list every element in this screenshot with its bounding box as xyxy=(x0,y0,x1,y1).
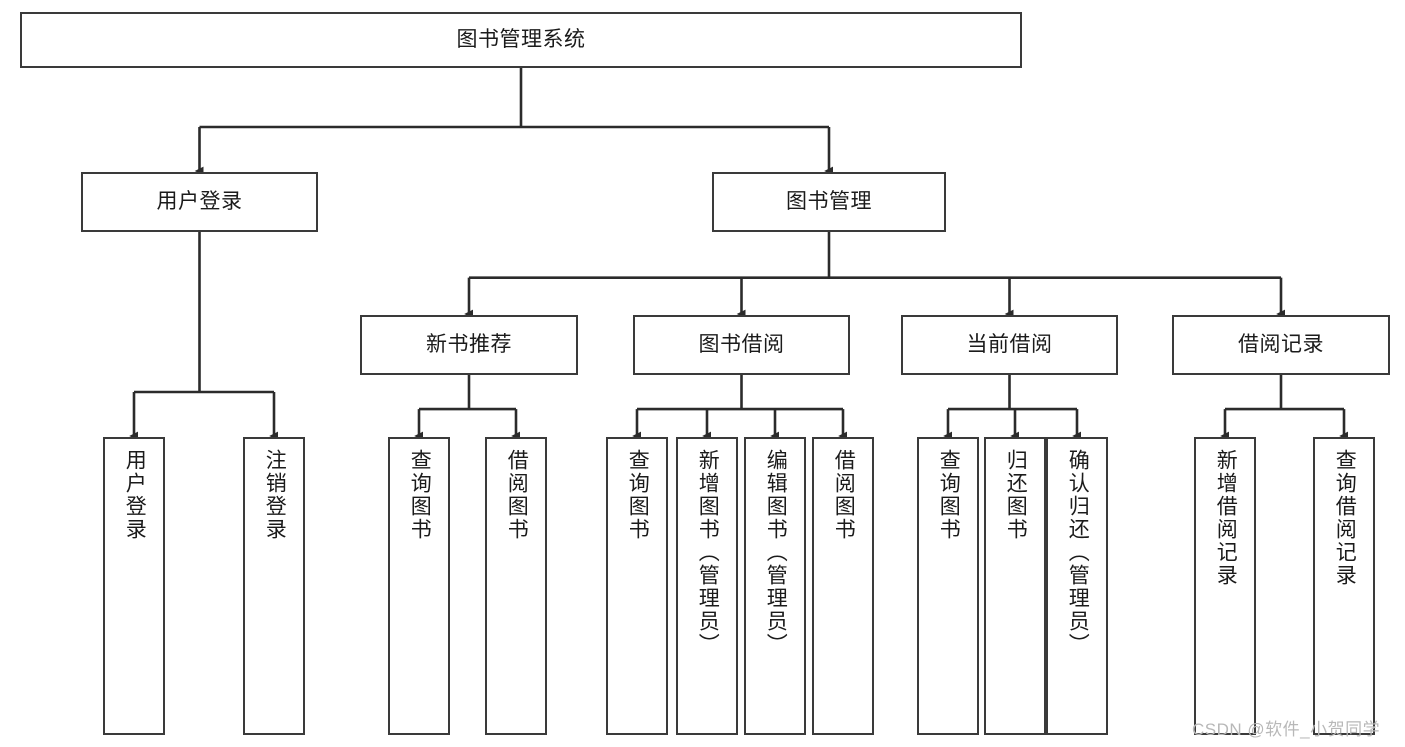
node-leaf-edit-book[interactable]: 编辑图书（管理员） xyxy=(744,437,806,735)
node-book-borrow[interactable]: 图书借阅 xyxy=(633,315,850,375)
node-user-login[interactable]: 用户登录 xyxy=(81,172,318,232)
node-leaf-borrow-book-b-label: 借阅图书 xyxy=(832,449,856,541)
node-leaf-query-book-b[interactable]: 查询图书 xyxy=(606,437,668,735)
node-user-login-label: 用户登录 xyxy=(156,189,243,213)
node-leaf-borrow-book-a-label: 借阅图书 xyxy=(505,449,529,541)
node-leaf-return-book-label: 归还图书 xyxy=(1004,449,1028,541)
node-leaf-borrow-book-a[interactable]: 借阅图书 xyxy=(485,437,547,735)
node-leaf-add-record[interactable]: 新增借阅记录 xyxy=(1194,437,1256,735)
node-borrow-record-label: 借阅记录 xyxy=(1238,332,1324,356)
node-leaf-add-book-label: 新增图书（管理员） xyxy=(696,449,720,656)
node-borrow-record[interactable]: 借阅记录 xyxy=(1172,315,1390,375)
node-leaf-confirm-return-label: 确认归还（管理员） xyxy=(1066,449,1090,656)
node-book-borrow-label: 图书借阅 xyxy=(698,332,785,356)
node-leaf-query-book-b-label: 查询图书 xyxy=(626,449,650,541)
node-leaf-query-book-a[interactable]: 查询图书 xyxy=(388,437,450,735)
node-leaf-edit-book-label: 编辑图书（管理员） xyxy=(764,449,788,656)
edges-group xyxy=(129,68,1349,441)
node-new-book-recommend-label: 新书推荐 xyxy=(426,332,512,356)
node-leaf-user-login[interactable]: 用户登录 xyxy=(103,437,165,735)
node-leaf-query-record-label: 查询借阅记录 xyxy=(1333,449,1357,587)
node-new-book-recommend[interactable]: 新书推荐 xyxy=(360,315,578,375)
node-root-label: 图书管理系统 xyxy=(456,27,586,51)
node-leaf-query-book-a-label: 查询图书 xyxy=(408,449,432,541)
node-book-manage-label: 图书管理 xyxy=(786,189,872,213)
node-leaf-query-book-c-label: 查询图书 xyxy=(937,449,961,541)
node-leaf-borrow-book-b[interactable]: 借阅图书 xyxy=(812,437,874,735)
node-leaf-add-book[interactable]: 新增图书（管理员） xyxy=(676,437,738,735)
node-root[interactable]: 图书管理系统 xyxy=(20,12,1022,68)
node-book-manage[interactable]: 图书管理 xyxy=(712,172,946,232)
node-leaf-return-book[interactable]: 归还图书 xyxy=(984,437,1046,735)
node-leaf-query-book-c[interactable]: 查询图书 xyxy=(917,437,979,735)
node-leaf-add-record-label: 新增借阅记录 xyxy=(1214,449,1238,587)
node-current-borrow-label: 当前借阅 xyxy=(966,332,1053,356)
node-leaf-user-logout-label: 注销登录 xyxy=(263,449,287,541)
node-current-borrow[interactable]: 当前借阅 xyxy=(901,315,1118,375)
node-leaf-confirm-return[interactable]: 确认归还（管理员） xyxy=(1046,437,1108,735)
node-leaf-query-record[interactable]: 查询借阅记录 xyxy=(1313,437,1375,735)
node-leaf-user-logout[interactable]: 注销登录 xyxy=(243,437,305,735)
csdn-watermark: CSDN @软件_小贺同学 xyxy=(1192,720,1381,739)
node-leaf-user-login-label: 用户登录 xyxy=(123,449,147,541)
